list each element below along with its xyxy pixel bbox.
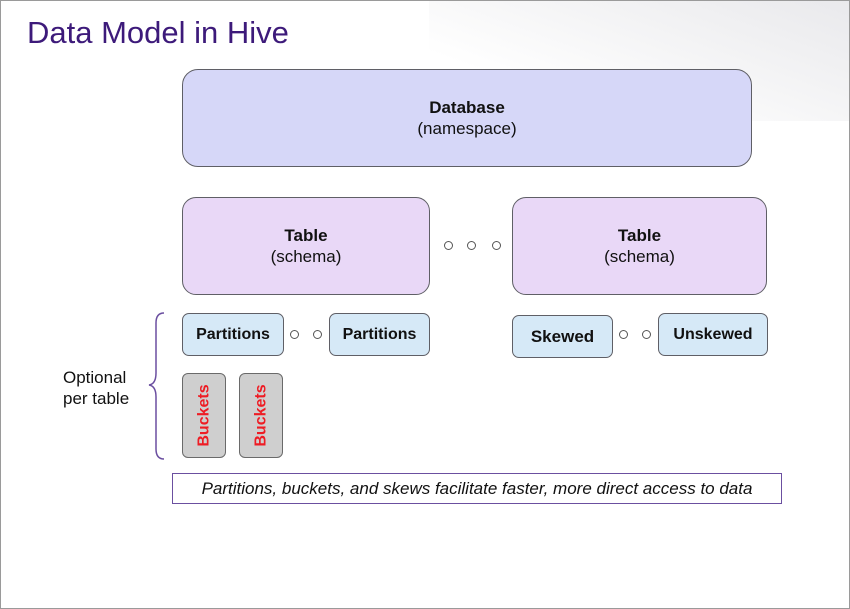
database-box: Database (namespace) [182,69,752,167]
curly-brace [148,312,165,460]
skewed-box: Skewed [512,315,613,358]
table-title: Table [284,226,328,245]
database-subtitle: (namespace) [417,119,517,138]
optional-per-table-label: Optional per table [63,368,130,408]
table-subtitle: (schema) [270,247,342,266]
bucket-label: Buckets [195,384,213,447]
ellipsis-dot [290,330,299,339]
table-box-right: Table (schema) [512,197,767,295]
table-subtitle: (schema) [604,247,675,266]
ellipsis-dot [313,330,322,339]
bucket-label: Buckets [252,384,270,447]
ellipsis-dot [619,330,628,339]
bucket-box: Buckets [239,373,283,458]
partitions-box: Partitions [182,313,284,356]
partitions-label: Partitions [342,326,417,343]
table-box-left: Table (schema) [182,197,430,295]
slide-title: Data Model in Hive [27,15,289,50]
skewed-label: Skewed [530,327,595,346]
ellipsis-dot [467,241,476,250]
bucket-box: Buckets [182,373,226,458]
summary-note: Partitions, buckets, and skews facilitat… [172,473,782,504]
database-title: Database [429,98,505,117]
ellipsis-dot [444,241,453,250]
partitions-label: Partitions [196,326,270,343]
summary-note-text: Partitions, buckets, and skews facilitat… [201,478,753,498]
ellipsis-dot [492,241,501,250]
ellipsis-dot [642,330,651,339]
unskewed-box: Unskewed [658,313,768,356]
partitions-box: Partitions [329,313,430,356]
unskewed-label: Unskewed [673,326,753,343]
table-title: Table [617,226,662,245]
